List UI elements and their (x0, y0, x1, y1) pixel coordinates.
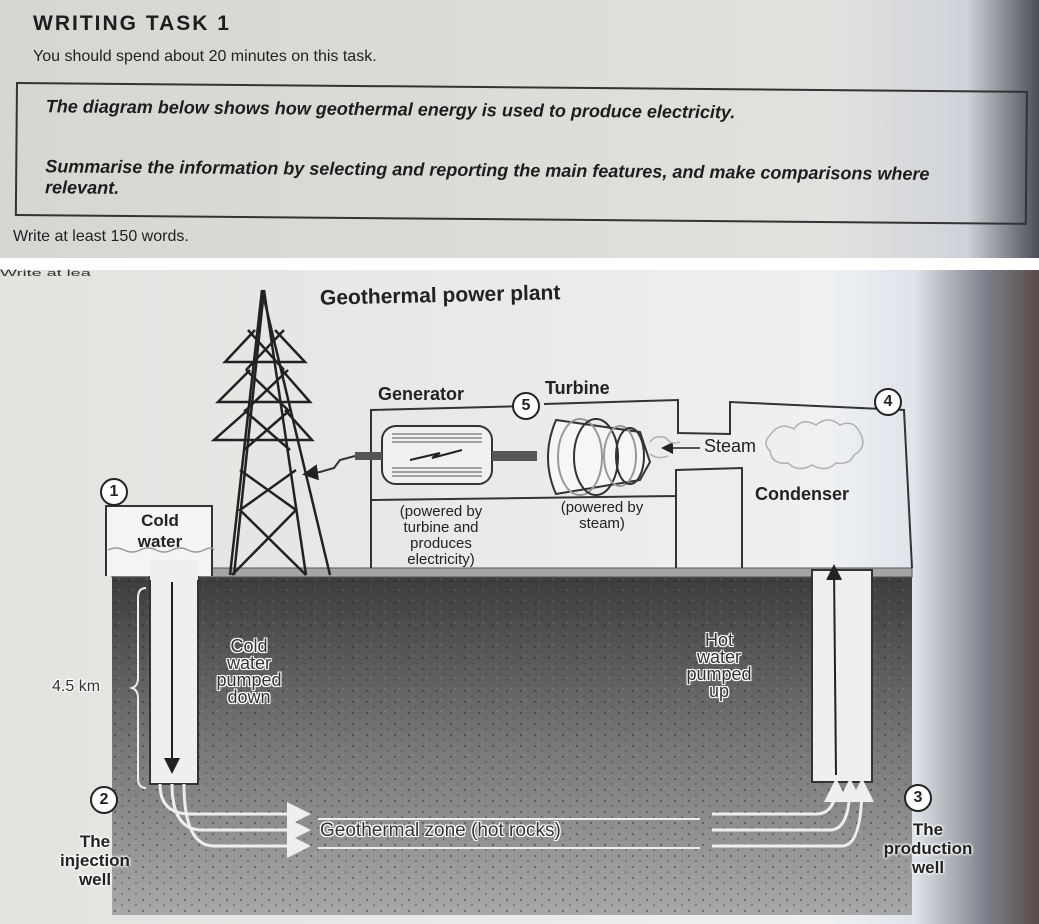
cold-pumped-line: pumped (216, 670, 282, 690)
cold-pumped-line: Cold (230, 636, 268, 656)
prompt-description: The diagram below shows how geothermal e… (45, 96, 736, 123)
hot-pumped-line: water (696, 647, 741, 667)
cold-pumped-line: down (227, 687, 271, 707)
time-instruction: You should spend about 20 minutes on thi… (33, 48, 377, 65)
turbine-note: (powered by steam) (532, 500, 672, 532)
cold-water-pumped-down-label: Cold water pumped down (206, 636, 292, 707)
production-well-line: The (912, 820, 944, 839)
hot-water-pumped-up-label: Hot water pumped up (676, 630, 762, 701)
pylon-icon (210, 289, 332, 576)
cold-water-label-line: water (137, 532, 183, 551)
generator-note-line: produces (410, 535, 472, 552)
generator-note: (powered by turbine and produces electri… (376, 504, 506, 568)
production-well-line: production (883, 839, 973, 858)
step-5-badge: 5 (512, 392, 540, 420)
production-well-line: well (911, 858, 945, 877)
diagram-drawing (105, 289, 913, 915)
hot-pumped-line: up (708, 681, 730, 701)
generator-note-line: turbine and (403, 519, 479, 536)
word-requirement: Write at least 150 words. (13, 228, 189, 245)
generator-label: Generator (378, 384, 465, 404)
cold-water-label-line: Cold (141, 511, 179, 530)
hot-pumped-line: Hot (704, 630, 733, 650)
steam-cloud-icon (649, 419, 864, 470)
production-well-shaft (811, 564, 873, 783)
injection-well-line: The (79, 832, 111, 851)
geothermal-zone-label: Geothermal zone (hot rocks) (320, 820, 561, 841)
generator-house (370, 398, 913, 569)
cut-off-text: Write at lea (0, 268, 91, 278)
generator-icon (302, 425, 537, 485)
turbine-label: Turbine (545, 378, 610, 398)
prompt-box: The diagram below shows how geothermal e… (14, 82, 1028, 225)
step-4-badge: 4 (874, 388, 902, 416)
hot-pumped-line: pumped (686, 664, 752, 684)
injection-well-label: The injection well (40, 832, 150, 889)
task-instructions: WRITING TASK 1 You should spend about 20… (0, 0, 1039, 258)
step-2-badge: 2 (90, 786, 118, 814)
injection-well-line: injection (60, 851, 130, 870)
geothermal-diagram: Geothermal power plant 1 Cold water Gene… (0, 270, 1039, 924)
production-well-label: The production well (858, 820, 998, 877)
condenser-label: Condenser (755, 484, 850, 504)
depth-label: 4.5 km (52, 678, 101, 695)
turbine-note-line: (powered by (560, 499, 644, 516)
step-1-badge: 1 (100, 478, 128, 506)
turbine-note-line: steam) (579, 515, 625, 532)
cold-water-label: Cold water (112, 510, 208, 552)
generator-note-line: (powered by (399, 503, 483, 520)
cold-pumped-line: water (226, 653, 271, 673)
task-title: WRITING TASK 1 (33, 12, 231, 35)
injection-well-shaft (149, 569, 199, 785)
prompt-instruction: Summarise the information by selecting a… (44, 156, 930, 198)
steam-label: Steam (704, 436, 757, 456)
injection-well-line: well (78, 870, 112, 889)
generator-note-line: electricity) (407, 551, 475, 568)
step-3-badge: 3 (904, 784, 932, 812)
turbine-icon (547, 418, 652, 496)
depth-brace (128, 587, 147, 789)
ground (111, 567, 913, 915)
cold-water-tank (105, 505, 215, 580)
underground-flow-arrows (158, 778, 874, 858)
